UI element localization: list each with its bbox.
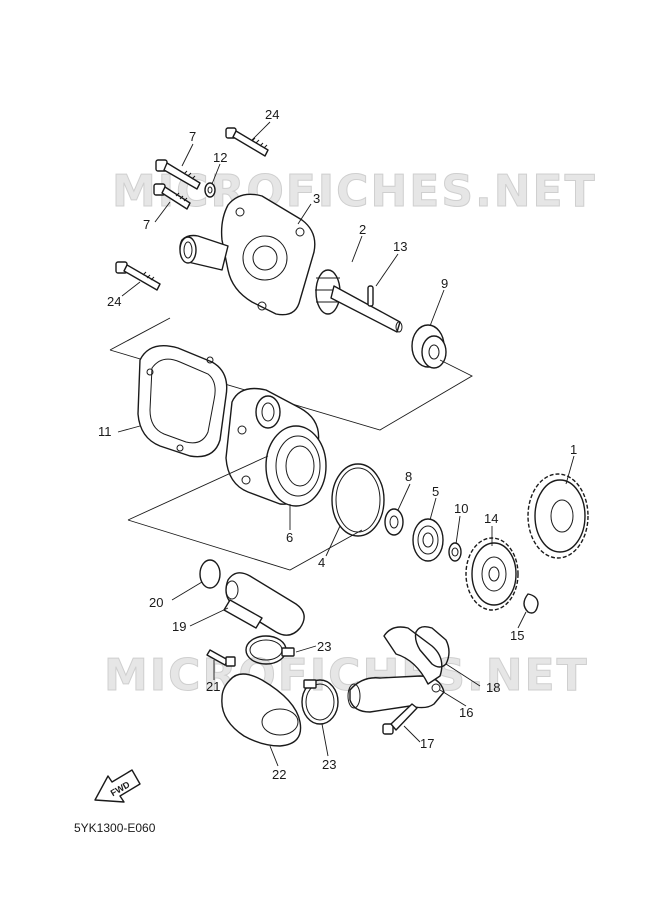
pump-cover [179, 193, 316, 316]
bolt-7-upper [155, 159, 201, 190]
bolt-24-lower [115, 261, 161, 291]
bolt-7-lower [153, 183, 191, 210]
callout-20: 20 [149, 595, 163, 610]
callout-17: 17 [420, 736, 434, 751]
pump-housing [225, 387, 327, 507]
o-ring-20 [199, 559, 221, 589]
callout-2: 2 [359, 222, 366, 237]
callout-3: 3 [313, 191, 320, 206]
pipe-joint-19 [223, 572, 305, 636]
hose-clamp-upper [245, 635, 295, 665]
callout-23-lower: 23 [322, 757, 336, 772]
callout-23-upper: 23 [317, 639, 331, 654]
callout-13: 13 [393, 239, 407, 254]
watermark-top: MICROFICHES.NET [112, 166, 597, 217]
pin-13 [367, 285, 374, 307]
o-ring-4 [331, 463, 385, 537]
seal-8 [384, 508, 404, 536]
callout-9: 9 [441, 276, 448, 291]
callout-12: 12 [213, 150, 227, 165]
bolt-24-top [225, 127, 269, 157]
callout-16: 16 [459, 705, 473, 720]
callout-14: 14 [484, 511, 498, 526]
callout-11: 11 [98, 424, 112, 439]
hose-clamp-lower [301, 679, 339, 725]
callout-4: 4 [318, 555, 325, 570]
callout-7-lower: 7 [143, 217, 150, 232]
callout-15: 15 [510, 628, 524, 643]
gear-14 [465, 537, 519, 611]
assembly-frame-bottom [127, 455, 363, 571]
callout-24-top: 24 [265, 107, 279, 122]
impeller-shaft [315, 269, 403, 333]
oil-seal [411, 324, 447, 369]
callout-24-lower: 24 [107, 294, 121, 309]
callout-21: 21 [206, 679, 220, 694]
callout-22: 22 [272, 767, 286, 782]
bolt-21 [206, 649, 236, 667]
watermark-bottom: MICROFICHES.NET [104, 650, 589, 701]
callout-7-upper: 7 [189, 129, 196, 144]
gasket [137, 345, 228, 458]
callout-10: 10 [454, 501, 468, 516]
hose-22 [221, 673, 302, 747]
gear-1 [527, 473, 589, 559]
leader-lines [117, 121, 575, 767]
washer-10 [448, 542, 462, 562]
callout-1: 1 [570, 442, 577, 457]
washer-12 [204, 182, 216, 198]
fwd-arrow-icon: FWD [94, 769, 141, 803]
water-pipe-16 [347, 626, 445, 713]
callout-19: 19 [172, 619, 186, 634]
circlip-15 [523, 593, 539, 614]
bearing-5 [412, 518, 444, 562]
callout-8: 8 [405, 469, 412, 484]
diagram-code: 5YK1300-E060 [74, 821, 156, 835]
callout-18: 18 [486, 680, 500, 695]
callout-5: 5 [432, 484, 439, 499]
callout-6: 6 [286, 530, 293, 545]
bolt-17 [382, 703, 418, 735]
